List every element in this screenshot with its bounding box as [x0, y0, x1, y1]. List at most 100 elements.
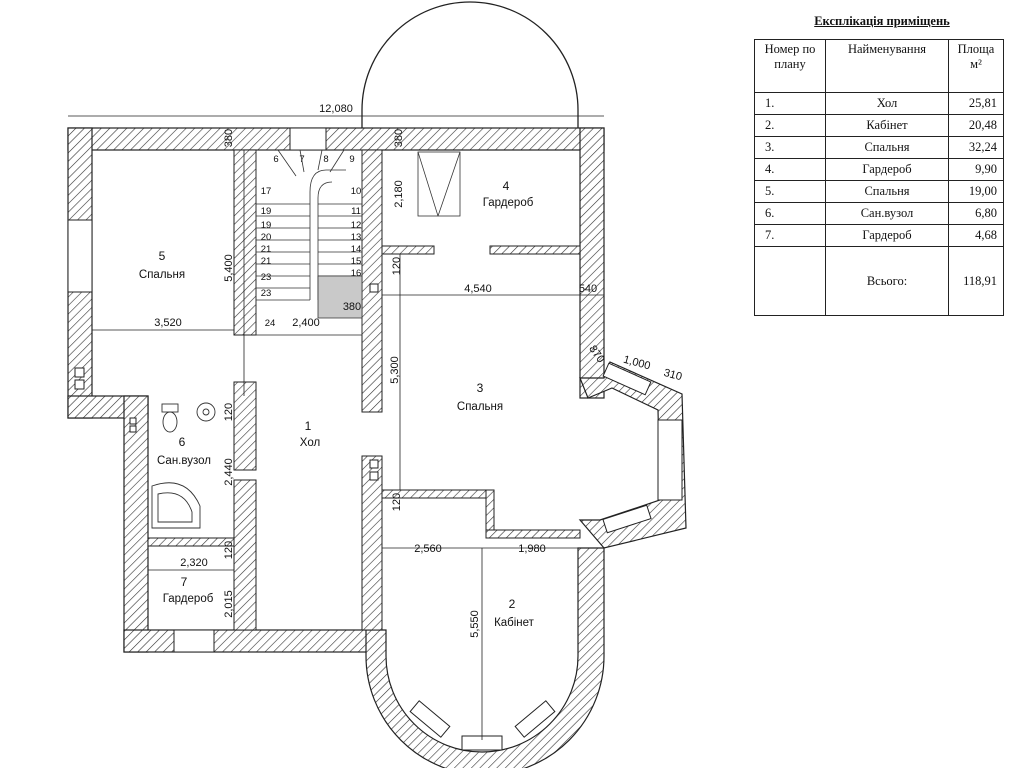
dimension-labels: 12,080 380 380 5,400 3,520 2,180 120 2,4…: [154, 103, 683, 638]
dim-wall-top-left: 380: [223, 129, 235, 147]
stair-step: 19: [261, 220, 272, 231]
stair-step: 21: [261, 256, 272, 267]
room-labels: 5 Спальня 4 Гардероб 3 Спальня 1 Хол 6 С…: [139, 179, 535, 629]
dim-wall-540: 540: [579, 283, 597, 295]
cell-num: 5.: [754, 180, 826, 203]
stair-step: 8: [323, 154, 328, 165]
cell-num: [754, 246, 826, 316]
stair-step: 9: [349, 154, 354, 165]
balcony-outline: [361, 1, 579, 128]
cell-name: Спальня: [825, 136, 949, 159]
header-num: Номер по плану: [754, 39, 826, 93]
dim-wall-120-a: 120: [391, 257, 403, 275]
bath-fixtures: [151, 402, 216, 529]
cell-area: 32,24: [948, 136, 1004, 159]
dim-bedroom3-depth: 5,300: [389, 356, 401, 384]
dim-bay-310: 310: [662, 367, 683, 383]
cell-area: 19,00: [948, 180, 1004, 203]
cell-area: 9,90: [948, 158, 1004, 181]
cell-name: Кабінет: [825, 114, 949, 137]
room-name: Кабінет: [494, 617, 535, 629]
cell-num: 3.: [754, 136, 826, 159]
cell-name: Спальня: [825, 180, 949, 203]
cell-num: 2.: [754, 114, 826, 137]
stair-step: 24: [265, 318, 276, 329]
cell-area: 25,81: [948, 92, 1004, 115]
dim-bedroom5-width: 3,520: [154, 317, 182, 329]
stair-step: 7: [299, 154, 304, 165]
stair-step: 12: [351, 220, 362, 231]
room-name: Хол: [300, 437, 320, 449]
total-row: Всього:118,91: [754, 246, 1004, 316]
dim-wall-top-right: 380: [393, 129, 405, 147]
stair-step: 20: [261, 232, 272, 243]
stair-step: 10: [351, 186, 362, 197]
stair-step: 17: [261, 186, 272, 197]
room-number: 1: [305, 419, 312, 433]
wardrobe-closet: [417, 151, 461, 217]
stair-step: 19: [261, 206, 272, 217]
room-number: 6: [179, 435, 186, 449]
dim-bath-depth: 2,440: [223, 458, 235, 486]
room-name: Гардероб: [483, 197, 534, 209]
room-name: Спальня: [457, 401, 503, 413]
stair-numbers: 6 7 8 9 10 11 12 13 14 15 16 17 19 19 20…: [261, 154, 362, 329]
room-schedule: Експлікація приміщень Номер по плану Най…: [754, 14, 1004, 316]
dim-cabinet-right: 1,980: [518, 543, 546, 555]
cell-name: Гардероб: [825, 158, 949, 181]
cell-area: 4,68: [948, 224, 1004, 247]
schedule-table: Номер по плану Найменування Площа м² 1.Х…: [754, 39, 1004, 316]
room-name: Гардероб: [163, 593, 214, 605]
room-number: 3: [477, 381, 484, 395]
dim-wardrobe7-width: 2,320: [180, 557, 208, 569]
stair-step: 6: [273, 154, 278, 165]
dim-wall-120-c: 120: [391, 493, 403, 511]
dim-cabinet-depth: 5,550: [469, 610, 481, 638]
stair-step: 13: [351, 232, 362, 243]
cell-name: Хол: [825, 92, 949, 115]
cell-num: 7.: [754, 224, 826, 247]
room-name: Сан.вузол: [157, 455, 211, 467]
room-name: Спальня: [139, 269, 185, 281]
stair-step: 23: [261, 288, 272, 299]
dim-stair-width: 2,400: [292, 317, 320, 329]
dim-wardrobe4-depth: 2,180: [393, 180, 405, 208]
header-name: Найменування: [825, 39, 949, 93]
cell-num: 4.: [754, 158, 826, 181]
dim-bedroom3-width: 4,540: [464, 283, 492, 295]
stair-step: 14: [351, 244, 362, 255]
stair-step: 15: [351, 256, 362, 267]
floor-plan: 12,080 380 380 5,400 3,520 2,180 120 2,4…: [67, 1, 687, 768]
staircase: [255, 149, 363, 336]
stair-step: 21: [261, 244, 272, 255]
cell-area: 6,80: [948, 202, 1004, 225]
dim-wall-120-b: 120: [223, 403, 235, 421]
dim-stair-offset: 380: [343, 301, 361, 313]
total-label: Всього:: [825, 246, 949, 316]
cell-name: Сан.вузол: [825, 202, 949, 225]
interior-walls: [147, 149, 581, 631]
cell-num: 6.: [754, 202, 826, 225]
total-area: 118,91: [948, 246, 1004, 316]
vent-shafts: [74, 283, 379, 481]
stair-step: 23: [261, 272, 272, 283]
windows: [67, 127, 683, 751]
dim-overall-width: 12,080: [319, 103, 353, 115]
room-number: 5: [159, 249, 166, 263]
dim-bedroom5-length: 5,400: [223, 254, 235, 282]
cell-area: 20,48: [948, 114, 1004, 137]
dim-cabinet-left: 2,560: [414, 543, 442, 555]
dimension-lines: [68, 115, 604, 740]
header-area: Площа м²: [948, 39, 1004, 93]
room-number: 4: [503, 179, 510, 193]
schedule-title: Експлікація приміщень: [814, 14, 950, 28]
cell-num: 1.: [754, 92, 826, 115]
room-number: 7: [181, 575, 188, 589]
